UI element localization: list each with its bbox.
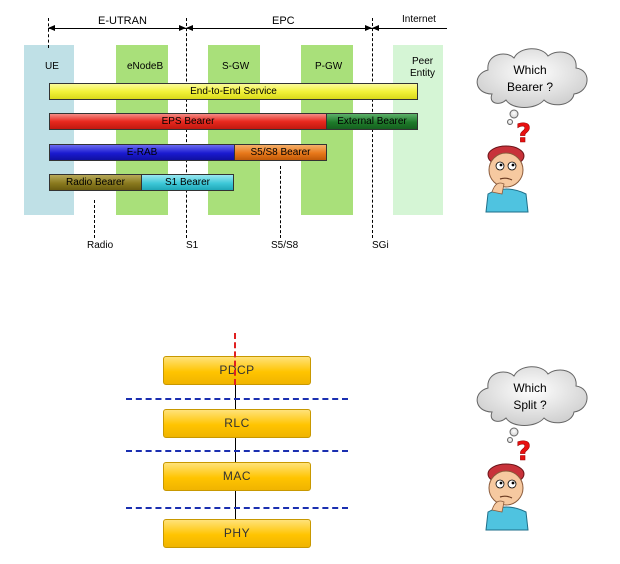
interface-label-s5s8: S5/S8 (271, 240, 299, 251)
domain-line-internet (372, 28, 447, 29)
question-split-line1: Which (513, 381, 546, 395)
domain-arrow-epc (186, 28, 372, 29)
node-label-sgw: S-GW (222, 61, 250, 72)
layer-phy: PHY (163, 519, 311, 548)
thinking-person-icon (485, 463, 529, 531)
divider-radio (94, 200, 95, 238)
svg-text:?: ? (516, 119, 531, 149)
cloud-icon (476, 366, 588, 443)
bearer-radio: Radio Bearer (49, 174, 142, 191)
split-line-rlc-mac (126, 450, 348, 452)
question-split-line2: Split ? (513, 398, 547, 412)
bearer-s1: S1 Bearer (141, 174, 234, 191)
question-bearer-line2: Bearer ? (507, 80, 553, 94)
bearer-erab: E-RAB (49, 144, 235, 161)
divider-s5s8 (280, 166, 281, 238)
question-mark-icon: ? (516, 437, 532, 468)
node-column-pgw (301, 45, 353, 215)
interface-label-sgi: SGi (372, 240, 389, 251)
domain-label-eutran: E-UTRAN (98, 15, 147, 27)
node-label-peer-line2: Entity (410, 68, 436, 79)
split-line-pdcp-rlc (126, 398, 348, 400)
bearer-eps: EPS Bearer (49, 113, 327, 130)
layer-mac: MAC (163, 462, 311, 491)
thinking-figure-split: Which Split ? ? (476, 366, 588, 531)
split-line-mac-phy (126, 507, 348, 509)
bearer-external: External Bearer (326, 113, 418, 130)
stack-connector (235, 385, 236, 535)
interface-label-radio: Radio (87, 240, 114, 251)
domain-label-internet: Internet (402, 14, 436, 25)
cloud-icon (476, 48, 588, 125)
node-label-enodeb: eNodeB (127, 61, 164, 72)
node-label-peer-line1: Peer (412, 56, 434, 67)
question-mark-icon: ? (516, 119, 532, 150)
bearer-end-to-end: End-to-End Service (49, 83, 418, 100)
layer-rlc: RLC (163, 409, 311, 438)
bearer-s5s8: S5/S8 Bearer (234, 144, 327, 161)
divider-ue (48, 18, 49, 48)
domain-arrows (48, 25, 379, 31)
thinking-person-icon (485, 145, 529, 213)
thinking-figure-bearer: Which Bearer ? ? (476, 48, 588, 213)
node-label-pgw: P-GW (315, 61, 343, 72)
node-column-peer (393, 45, 443, 215)
interface-label-s1: S1 (186, 240, 199, 251)
split-line-pdcp (234, 333, 236, 385)
layer-pdcp: PDCP (163, 356, 311, 385)
question-bearer-line1: Which (513, 63, 546, 77)
domain-arrow-eutran (48, 28, 186, 29)
domain-label-epc: EPC (272, 15, 295, 27)
svg-text:?: ? (516, 437, 531, 467)
node-label-ue: UE (45, 61, 59, 72)
